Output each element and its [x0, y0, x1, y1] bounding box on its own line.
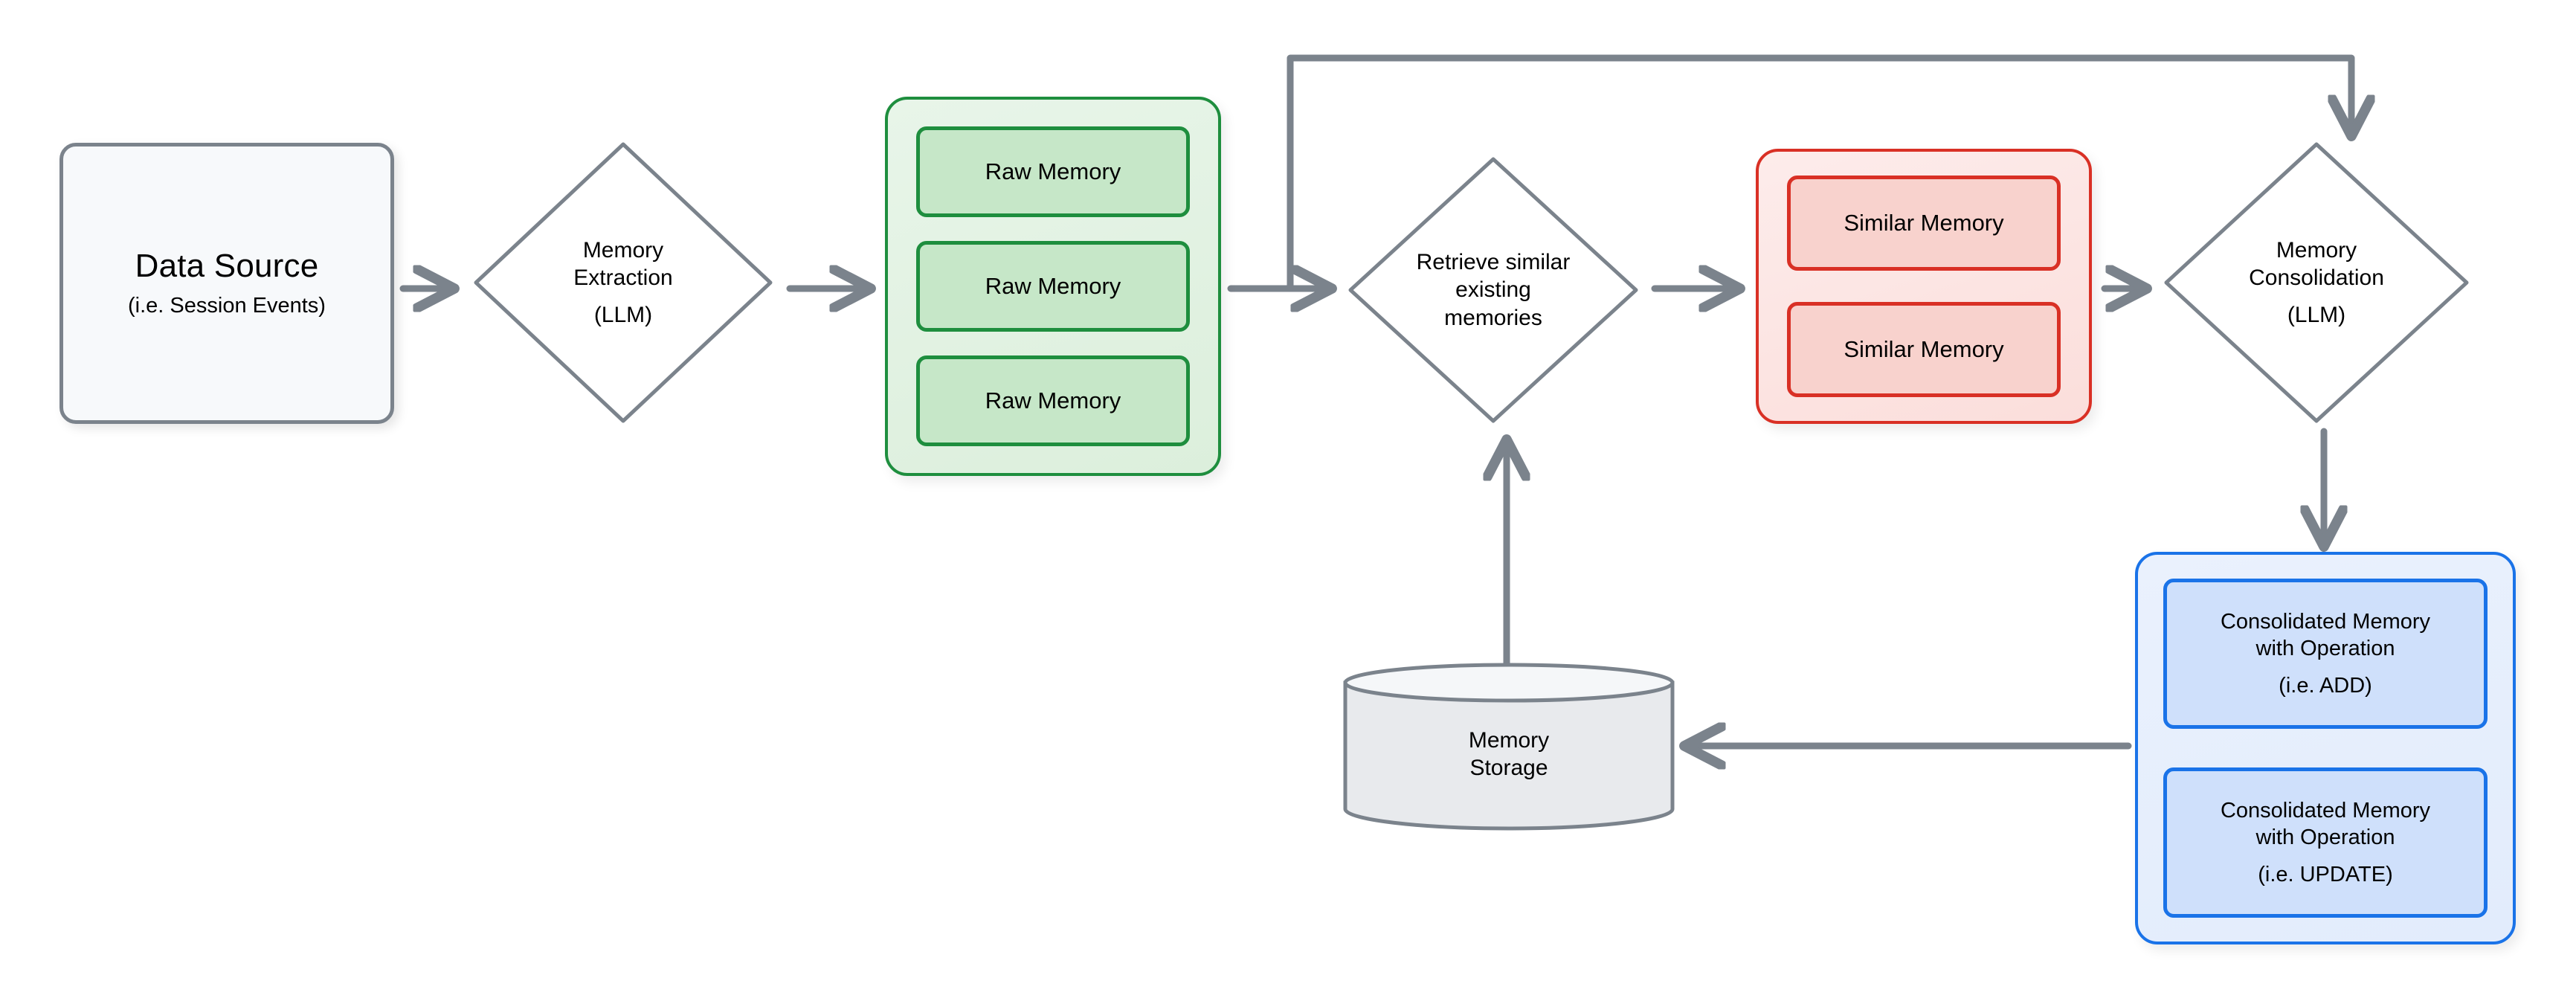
consolidated-memory-item-line3: (i.e. UPDATE): [2258, 863, 2393, 887]
diamond-shape: [2160, 138, 2473, 427]
node-memory-storage[interactable]: Memory Storage: [1342, 660, 1676, 831]
consolidated-memory-item-line1: Consolidated Memory: [2220, 609, 2431, 634]
consolidated-memory-item[interactable]: Consolidated Memory with Operation (i.e.…: [2163, 579, 2488, 729]
raw-memory-item[interactable]: Raw Memory: [916, 241, 1190, 332]
consolidated-memory-item[interactable]: Consolidated Memory with Operation (i.e.…: [2163, 767, 2488, 918]
data-source-title: Data Source: [135, 248, 319, 285]
raw-memory-item[interactable]: Raw Memory: [916, 126, 1190, 217]
group-raw-memory[interactable]: Raw Memory Raw Memory Raw Memory: [885, 97, 1221, 476]
node-memory-consolidation[interactable]: Memory Consolidation (LLM): [2160, 138, 2473, 427]
memory-storage-line2: Storage: [1469, 756, 1548, 780]
raw-memory-item-label: Raw Memory: [985, 387, 1121, 413]
diamond-shape: [1345, 153, 1642, 427]
consolidated-memory-item-line1: Consolidated Memory: [2220, 798, 2431, 823]
group-consolidated-memory[interactable]: Consolidated Memory with Operation (i.e.…: [2135, 552, 2516, 944]
raw-memory-item-label: Raw Memory: [985, 273, 1121, 299]
data-source-subtitle: (i.e. Session Events): [128, 293, 326, 318]
similar-memory-item[interactable]: Similar Memory: [1787, 302, 2061, 397]
node-retrieve-similar-memories[interactable]: Retrieve similar existing memories: [1345, 153, 1642, 427]
similar-memory-item-label: Similar Memory: [1844, 210, 2004, 236]
consolidated-memory-item-line3: (i.e. ADD): [2279, 674, 2372, 698]
diamond-shape: [470, 138, 776, 427]
raw-memory-item[interactable]: Raw Memory: [916, 355, 1190, 446]
similar-memory-item[interactable]: Similar Memory: [1787, 176, 2061, 271]
memory-storage-label: Memory Storage: [1342, 660, 1676, 831]
consolidated-memory-item-line2: with Operation: [2255, 825, 2395, 849]
consolidated-memory-item-line2: with Operation: [2255, 636, 2395, 660]
node-memory-extraction[interactable]: Memory Extraction (LLM): [470, 138, 776, 427]
node-data-source[interactable]: Data Source (i.e. Session Events): [59, 143, 394, 424]
raw-memory-item-label: Raw Memory: [985, 158, 1121, 184]
memory-storage-line1: Memory: [1468, 727, 1550, 753]
database-cylinder-icon: [1342, 660, 1676, 831]
similar-memory-item-label: Similar Memory: [1844, 336, 2004, 362]
group-similar-memory[interactable]: Similar Memory Similar Memory: [1756, 149, 2092, 424]
